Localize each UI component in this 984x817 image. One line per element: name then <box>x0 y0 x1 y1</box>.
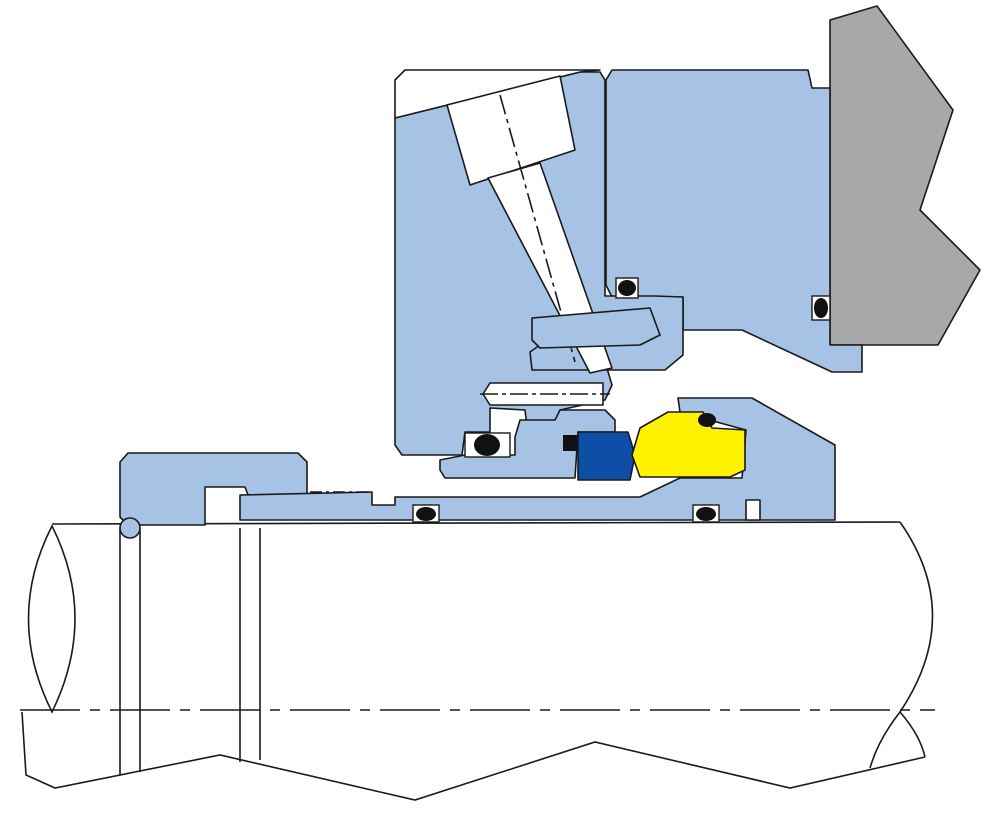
stationary-seat <box>577 431 636 481</box>
o-ring <box>696 507 716 521</box>
o-ring <box>474 434 500 456</box>
sleeve-groove <box>745 499 761 521</box>
bolt-head <box>446 75 576 186</box>
o-ring <box>563 435 577 451</box>
o-ring <box>618 280 636 296</box>
set-screw-ball <box>119 517 141 539</box>
seal-carrier <box>439 409 616 479</box>
o-ring <box>416 507 436 521</box>
rotating-face <box>631 411 746 478</box>
o-ring <box>814 298 828 318</box>
o-rings <box>412 277 831 523</box>
shaft-left-break <box>27 524 76 714</box>
clamp-tab <box>531 307 661 349</box>
gland-top-edge <box>394 69 601 119</box>
pump-housing <box>829 5 981 346</box>
shaft <box>20 521 935 801</box>
o-ring <box>698 413 716 427</box>
